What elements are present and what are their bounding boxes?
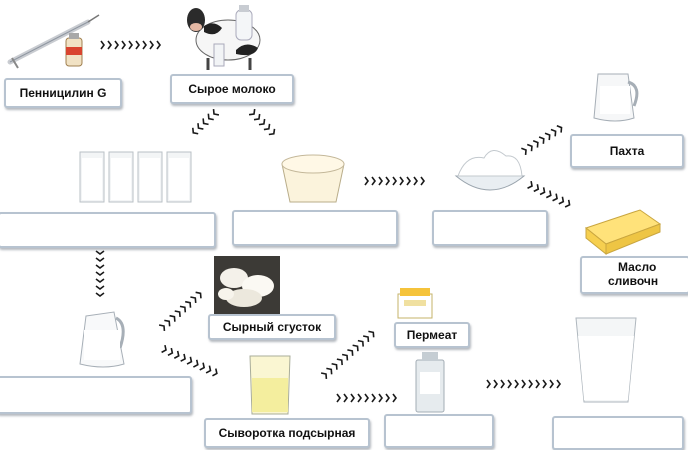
- node-butter: Масло сливочн: [580, 256, 688, 294]
- node-permeate-label: Пермеат: [406, 328, 458, 342]
- arrow-whey-to-permeate: [320, 330, 375, 380]
- node-cream-raw: [232, 210, 398, 246]
- arrow-penicillin-to-milk: [100, 40, 161, 50]
- whey-glass-icon: [249, 355, 291, 415]
- node-raw-milk: Сырое молоко: [170, 74, 294, 104]
- milk-glass-icon: [575, 317, 637, 403]
- arrow-whipped-to-butter: [527, 180, 571, 208]
- syringe-vial-icon: [7, 14, 100, 69]
- node-curd-label: Сырный сгусток: [222, 320, 322, 334]
- node-curd: Сырный сгусток: [208, 314, 336, 340]
- node-permeate: Пермеат: [394, 322, 470, 348]
- milk-jug-icon: [593, 73, 639, 122]
- arrow-milk-to-sample: [192, 108, 220, 135]
- arrow-whey-to-concentrate: [336, 393, 397, 403]
- node-concentrate-mid: [384, 414, 494, 448]
- arrow-jug-to-curd: [158, 291, 202, 332]
- node-raw-milk-label: Сырое молоко: [188, 82, 276, 96]
- node-concentrate-right: [552, 416, 684, 450]
- concentrate-bottle-icon: [415, 352, 445, 413]
- cow-milk-icon: [187, 5, 261, 70]
- node-penicillin-label: Пенницилин G: [19, 86, 107, 100]
- whipped-cream-icon: [454, 150, 526, 191]
- skim-milk-jug-icon: [79, 311, 125, 368]
- arrow-sample-to-jug: [95, 250, 105, 297]
- yogurt-cup-icon: [397, 288, 433, 319]
- milk-glasses-icon: [79, 151, 192, 203]
- arrow-milk-to-cream: [248, 108, 276, 136]
- cream-cup-icon: [281, 154, 345, 203]
- butter-block-icon: [584, 209, 662, 256]
- node-butter-line1: Масло: [618, 260, 657, 274]
- node-buttermilk: Пахта: [570, 134, 684, 168]
- node-whey-label: Сыворотка подсырная: [218, 426, 356, 440]
- arrow-concentrate-to-glass: [486, 379, 561, 389]
- arrow-whipped-to-buttermilk: [521, 125, 563, 156]
- node-sample-left: [0, 212, 216, 248]
- node-whey: Сыворотка подсырная: [204, 418, 370, 448]
- arrow-jug-to-whey: [161, 344, 218, 377]
- node-cream-after: [432, 210, 548, 246]
- node-skim-milk: [0, 376, 192, 414]
- curd-icon: [214, 256, 280, 314]
- arrow-cream-to-whipped: [364, 176, 425, 186]
- node-penicillin: Пенницилин G: [4, 78, 122, 108]
- node-butter-line2: сливочн: [608, 274, 659, 288]
- node-buttermilk-label: Пахта: [609, 144, 645, 158]
